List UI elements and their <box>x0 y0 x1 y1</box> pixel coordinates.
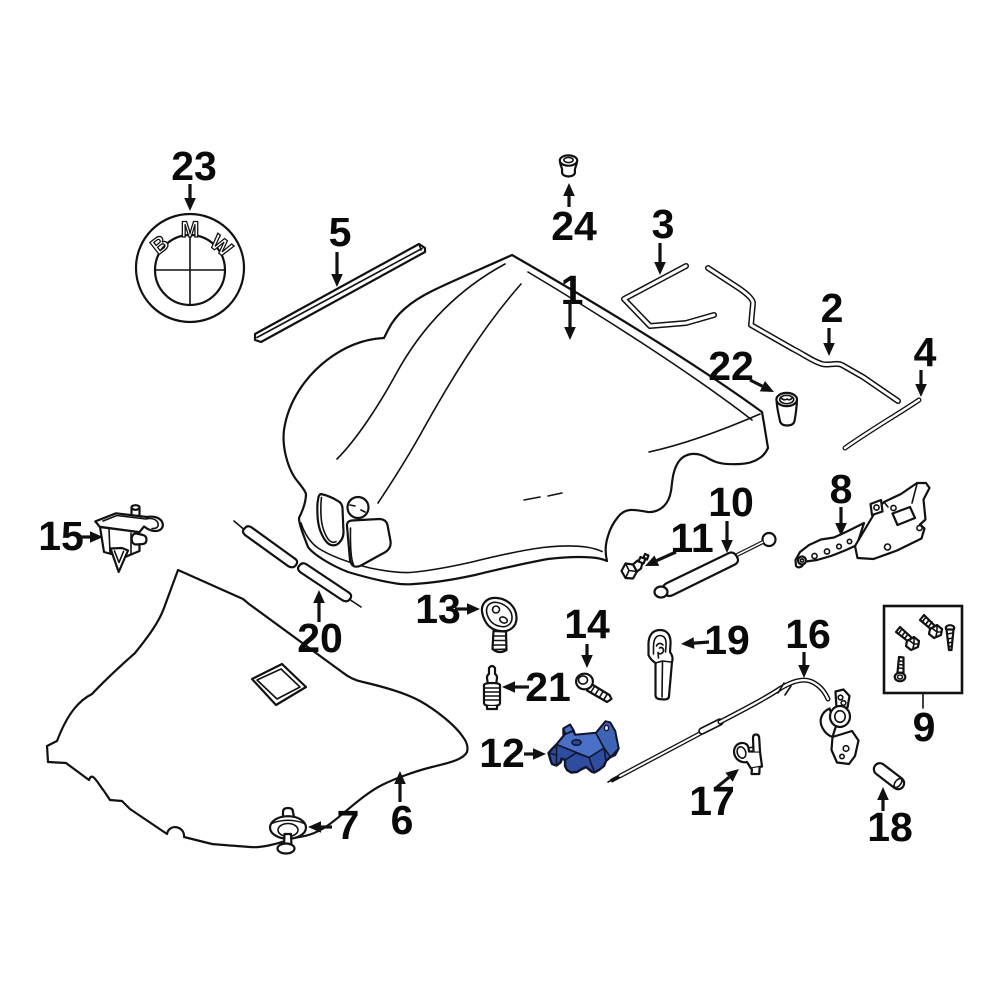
svg-text:M: M <box>181 217 199 242</box>
svg-text:8: 8 <box>830 466 853 512</box>
svg-text:6: 6 <box>391 797 414 843</box>
svg-text:16: 16 <box>785 611 831 657</box>
svg-text:10: 10 <box>708 479 754 525</box>
svg-text:17: 17 <box>689 778 735 824</box>
svg-text:18: 18 <box>867 804 913 850</box>
svg-text:1: 1 <box>561 267 584 313</box>
svg-text:7: 7 <box>337 802 360 848</box>
svg-text:3: 3 <box>652 201 675 247</box>
svg-text:24: 24 <box>551 203 597 249</box>
svg-text:23: 23 <box>171 143 217 189</box>
svg-text:15: 15 <box>38 513 84 559</box>
svg-text:20: 20 <box>297 615 343 661</box>
svg-text:13: 13 <box>415 586 461 632</box>
svg-text:2: 2 <box>821 285 844 331</box>
svg-text:9: 9 <box>913 704 936 750</box>
svg-text:4: 4 <box>914 329 937 375</box>
svg-text:21: 21 <box>525 664 571 710</box>
svg-text:19: 19 <box>704 617 750 663</box>
svg-text:11: 11 <box>670 515 713 561</box>
svg-text:22: 22 <box>708 343 754 389</box>
svg-text:14: 14 <box>564 601 610 647</box>
svg-text:5: 5 <box>329 209 352 255</box>
svg-text:12: 12 <box>479 730 525 776</box>
